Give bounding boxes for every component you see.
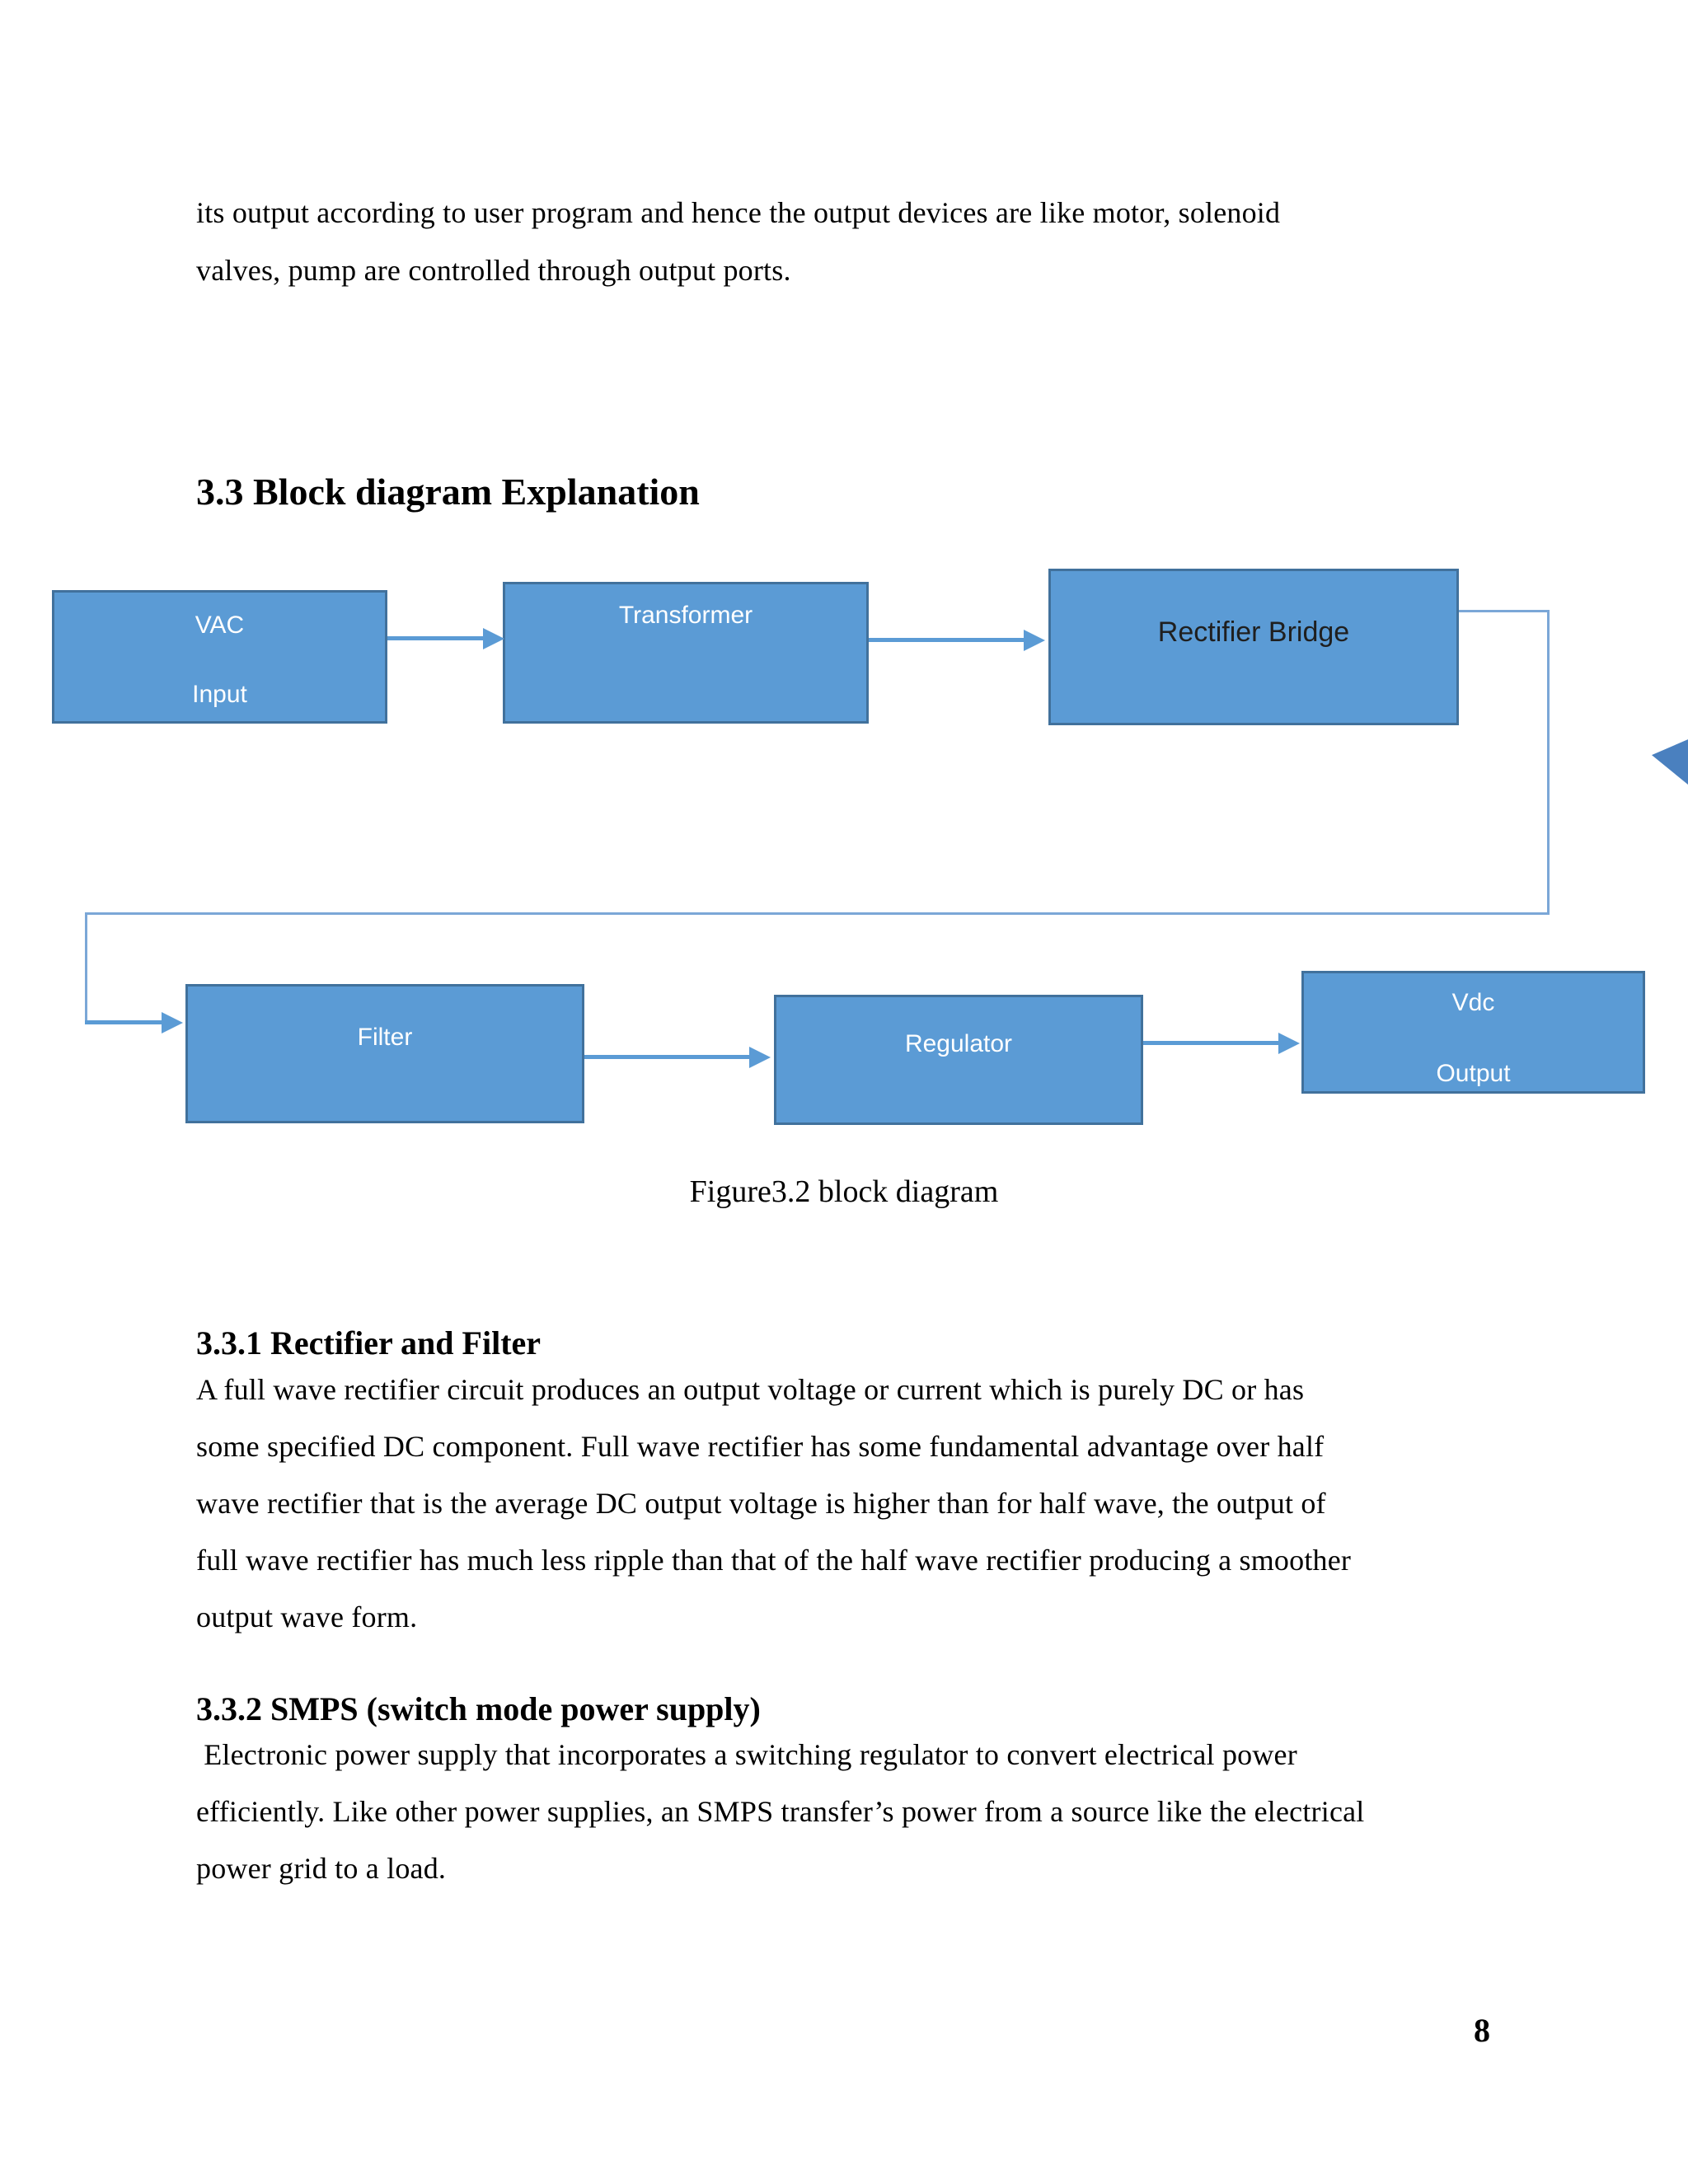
section-3-3-2-line: power grid to a load. [196, 1852, 447, 1885]
arrow-regulator-to-vdc [1143, 1041, 1280, 1045]
block-label: VAC [195, 612, 245, 639]
arrow-into-filter [85, 1020, 164, 1024]
section-3-3-1-line: full wave rectifier has much less ripple… [196, 1544, 1352, 1577]
intro-paragraph-line: valves, pump are controlled through outp… [196, 254, 791, 287]
arrowhead-icon [749, 1047, 771, 1068]
block-regulator: Regulator [774, 995, 1143, 1125]
block-rectifier-bridge: Rectifier Bridge [1048, 569, 1459, 725]
section-3-3-1-line: some specified DC component. Full wave r… [196, 1430, 1325, 1463]
connector-vertical-right [1547, 610, 1550, 915]
clipped-arrow-shape [1652, 739, 1688, 785]
block-transformer: Transformer [503, 582, 869, 724]
section-3-3-2-line: Electronic power supply that incorporate… [196, 1738, 1297, 1771]
page-number: 8 [1474, 2012, 1490, 2049]
section-3-3-1-line: wave rectifier that is the average DC ou… [196, 1487, 1326, 1520]
block-label: Regulator [904, 1030, 1013, 1057]
arrowhead-icon [1024, 630, 1045, 651]
block-label: Input [192, 681, 247, 708]
intro-paragraph-line: its output according to user program and… [196, 196, 1281, 229]
arrowhead-icon [162, 1012, 183, 1033]
block-label: Output [1436, 1060, 1511, 1087]
connector-rectifier-right [1459, 610, 1550, 612]
section-3-3-1-line: A full wave rectifier circuit produces a… [196, 1373, 1305, 1406]
section-3-3-1-line: output wave form. [196, 1601, 418, 1633]
arrow-filter-to-regulator [584, 1055, 751, 1059]
block-vac-input: VAC Input [52, 590, 387, 724]
arrowhead-icon [1278, 1033, 1300, 1054]
arrow-transformer-to-rectifier [869, 638, 1025, 642]
arrowhead-icon [483, 628, 504, 649]
block-label: Vdc [1451, 989, 1495, 1016]
block-vdc-output: Vdc Output [1301, 971, 1645, 1094]
block-label: Transformer [618, 602, 753, 629]
section-3-3-heading: 3.3 Block diagram Explanation [196, 471, 700, 513]
block-filter: Filter [185, 984, 584, 1123]
figure-caption: Figure3.2 block diagram [689, 1174, 999, 1209]
block-label: Rectifier Bridge [1157, 616, 1350, 648]
connector-vertical-left [85, 912, 87, 1023]
block-label: Filter [357, 1024, 413, 1051]
arrow-vac-to-transformer [387, 636, 486, 640]
connector-horizontal-long [85, 912, 1550, 915]
section-3-3-2-line: efficiently. Like other power supplies, … [196, 1795, 1365, 1828]
section-3-3-2-heading: 3.3.2 SMPS (switch mode power supply) [196, 1690, 761, 1727]
section-3-3-1-heading: 3.3.1 Rectifier and Filter [196, 1324, 542, 1361]
